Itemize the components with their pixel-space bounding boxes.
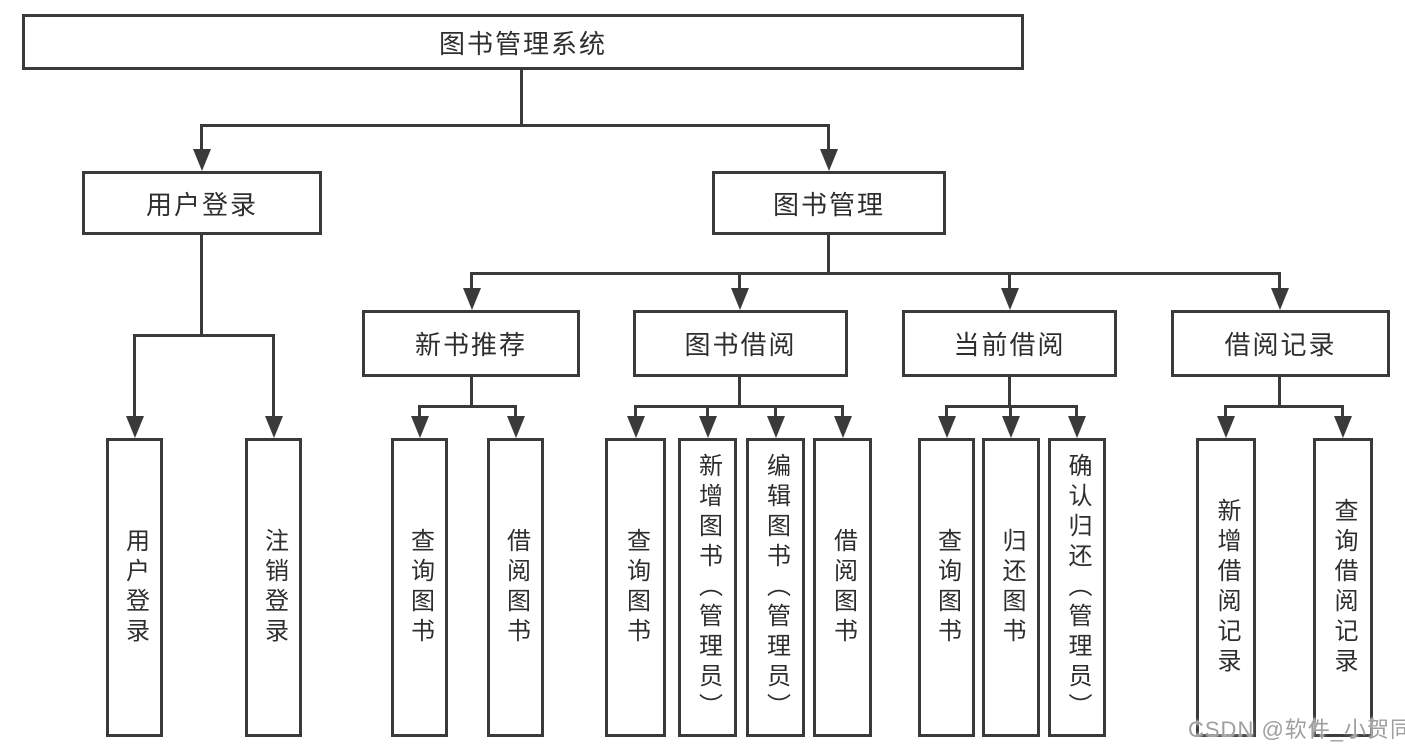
leaf-br-query-record: 查询借阅记录 [1313,438,1373,737]
connector-line [418,405,421,419]
connector-line [1278,377,1281,407]
node-label: 借阅记录 [1224,330,1337,360]
node-label: 当前借阅 [953,330,1066,360]
leaf-label: 借阅图书 [502,527,530,648]
arrow-down-icon [265,416,283,438]
node-new-book-recommend: 新书推荐 [362,310,580,377]
connector-line [1341,405,1344,419]
connector-line [520,69,523,127]
leaf-bb-borrow-books: 借阅图书 [813,438,872,737]
connector-line [471,272,1281,275]
connector-line [634,405,844,408]
leaf-br-add-record: 新增借阅记录 [1196,438,1256,737]
watermark-text: CSDN @软件_小贺同学 [1188,717,1405,742]
connector-line [200,235,203,336]
connector-line [133,334,136,418]
connector-line [470,272,473,290]
leaf-cb-return-books: 归还图书 [982,438,1040,737]
connector-line [827,235,830,274]
arrow-down-icon [699,416,717,438]
node-current-borrowing: 当前借阅 [902,310,1117,377]
connector-line [1009,405,1012,419]
connector-line [841,405,844,419]
connector-line [1008,272,1011,290]
arrow-down-icon [1068,416,1086,438]
connector-line [272,334,275,418]
arrow-down-icon [126,416,144,438]
node-library-management-system: 图书管理系统 [22,14,1024,70]
leaf-label: 查询图书 [933,527,961,648]
node-book-borrowing: 图书借阅 [633,310,848,377]
leaf-logout: 注销登录 [245,438,302,737]
arrow-down-icon [1001,288,1019,310]
leaf-label: 查询借阅记录 [1330,497,1357,678]
arrow-down-icon [411,416,429,438]
arrow-down-icon [193,149,211,171]
node-user-login: 用户登录 [82,171,322,235]
leaf-label: 查询图书 [406,527,434,648]
leaf-nb-borrow-books: 借阅图书 [487,438,544,737]
connector-line [1075,405,1078,419]
leaf-label: 借阅图书 [829,527,857,648]
connector-line [827,124,830,152]
connector-line [133,334,275,337]
leaf-label: 用户登录 [121,527,149,648]
connector-line [1278,272,1281,290]
leaf-bb-add-books-admin: 新增图书（管理员） [678,438,737,737]
connector-line [738,377,741,407]
node-book-management: 图书管理 [712,171,946,235]
leaf-label: 归还图书 [998,527,1025,648]
arrow-down-icon [1002,416,1020,438]
leaf-label: 确认归还（管理员） [1064,452,1091,723]
node-borrow-records: 借阅记录 [1171,310,1390,377]
leaf-user-login: 用户登录 [106,438,163,737]
leaf-cb-confirm-return-admin: 确认归还（管理员） [1048,438,1106,737]
arrow-down-icon [767,416,785,438]
leaf-cb-query-books: 查询图书 [918,438,975,737]
connector-line [201,124,829,127]
arrow-down-icon [1217,416,1235,438]
connector-line [738,272,741,290]
leaf-label: 新增图书（管理员） [694,452,722,723]
arrow-down-icon [1271,288,1289,310]
arrow-down-icon [731,288,749,310]
leaf-bb-query-books: 查询图书 [605,438,666,737]
leaf-label: 查询图书 [622,527,650,648]
arrow-down-icon [627,416,645,438]
leaf-nb-query-books: 查询图书 [391,438,448,737]
node-label: 用户登录 [145,189,258,220]
leaf-label: 注销登录 [260,527,288,648]
node-label: 图书管理 [772,189,885,220]
arrow-down-icon [507,416,525,438]
connector-line [470,377,473,407]
connector-line [418,405,517,408]
connector-line [774,405,777,419]
arrow-down-icon [834,416,852,438]
node-label: 新书推荐 [414,330,527,360]
connector-line [1224,405,1227,419]
connector-line [1008,377,1011,407]
leaf-bb-edit-books-admin: 编辑图书（管理员） [746,438,805,737]
arrow-down-icon [938,416,956,438]
connector-line [945,405,948,419]
node-label: 图书管理系统 [438,28,607,59]
arrow-down-icon [820,149,838,171]
connector-line [1224,405,1344,408]
connector-line [706,405,709,419]
node-label: 图书借阅 [684,330,797,360]
arrow-down-icon [1334,416,1352,438]
connector-line [634,405,637,419]
leaf-label: 编辑图书（管理员） [762,452,790,723]
arrow-down-icon [463,288,481,310]
leaf-label: 新增借阅记录 [1213,497,1240,678]
connector-line [200,124,203,152]
connector-line [514,405,517,419]
